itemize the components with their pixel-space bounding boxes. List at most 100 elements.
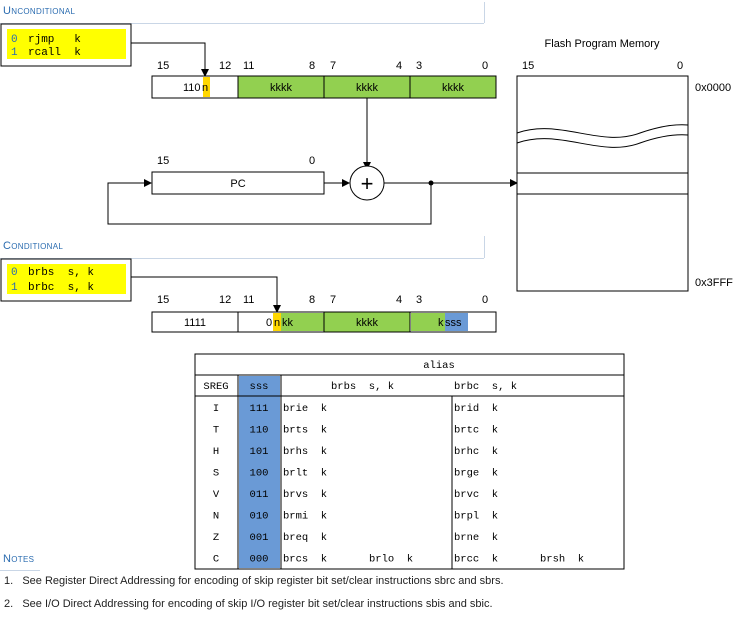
header-sreg: SREG [203, 381, 228, 393]
conditional-heading: Conditional [3, 240, 64, 252]
pc-feedback-loop [107, 179, 432, 225]
flash-title: Flash Program Memory [545, 38, 660, 50]
cell-sss: 000 [250, 554, 269, 566]
cell-sss: 011 [250, 489, 269, 501]
cell-sreg: T [213, 425, 219, 437]
conditional-bit-labels: 15 12 11 8 7 4 3 0 [157, 294, 488, 306]
unconditional-opcode-register: 110 n kkkk kkkk kkkk [151, 75, 497, 99]
bit-label-0: 0 [482, 60, 488, 72]
cell-brbs: brmi k [283, 511, 327, 523]
unconditional-line-1-text: rcall k [28, 47, 81, 59]
cond-field-sss: sss [445, 317, 462, 329]
cell-sss: 110 [250, 425, 269, 437]
pc-bit-high: 15 [157, 155, 169, 167]
unconditional-line-0-text: rjmp k [28, 34, 81, 46]
cell-sss: 101 [250, 446, 269, 458]
cond-bit-label-8: 8 [309, 294, 315, 306]
flash-addr-start: 0x0000 [695, 82, 731, 94]
bit-label-15: 15 [157, 60, 169, 72]
cond-bit-label-15: 15 [157, 294, 169, 306]
cell-sss: 111 [250, 403, 269, 415]
cell-brbs: brcs k [283, 554, 327, 566]
opcode-field-kkkk-1: kkkk [270, 82, 293, 94]
cell-brbs: brvs k [283, 489, 327, 501]
flash-addr-end: 0x3FFF [695, 277, 733, 289]
unconditional-line-1-bit: 1 [11, 47, 18, 59]
table-row: I 111 brie k brid k [213, 403, 498, 415]
cond-bit-label-3: 3 [416, 294, 422, 306]
notes-heading: Notes [3, 553, 35, 565]
bit-label-12: 12 [219, 60, 231, 72]
cell-sreg: I [213, 403, 219, 415]
alias-title: alias [423, 360, 455, 372]
conditional-line-1-text: brbc s, k [28, 282, 94, 294]
cell-sreg: C [213, 554, 219, 566]
cell-brbc: brcc k [454, 554, 498, 566]
header-brbc: brbc s, k [454, 381, 517, 393]
conditional-instruction-box: 0 brbs s, k 1 brbc s, k [0, 258, 132, 302]
pc-label: PC [230, 178, 245, 190]
conditional-opcode-register: 1111 0 n kk kkkk k sss [151, 311, 497, 333]
flash-bit-high: 15 [522, 60, 534, 72]
cell-brbs: brts k [283, 425, 327, 437]
cell-brbc: brge k [454, 468, 498, 480]
cell-brbs: brhs k [283, 446, 327, 458]
cell-brbc2: brsh k [540, 554, 584, 566]
cond-bit-label-11: 11 [243, 294, 254, 306]
unconditional-heading-rule-end [484, 2, 485, 23]
table-row: V 011 brvs k brvc k [213, 489, 498, 501]
note-1: 1. See Register Direct Addressing for en… [4, 575, 504, 587]
cell-brbc: brid k [454, 403, 498, 415]
cell-sreg: H [213, 446, 219, 458]
cell-brbc: brvc k [454, 489, 498, 501]
unconditional-heading-rule [0, 23, 484, 24]
bit-label-8: 8 [309, 60, 315, 72]
cell-sss: 001 [250, 532, 269, 544]
conditional-heading-rule-end [484, 236, 485, 258]
cell-brbc: brpl k [454, 511, 498, 523]
pc-bit-low: 0 [309, 155, 315, 167]
conditional-heading-rule [0, 258, 484, 259]
conditional-line-0-text: brbs s, k [28, 267, 94, 279]
alias-table: alias SREG sss brbs s, k brbc s, k I 111 b… [194, 353, 625, 570]
header-brbs: brbs s, k [331, 381, 394, 393]
cell-brbs: brie k [283, 403, 327, 415]
flash-memory-block [516, 75, 689, 292]
bit-label-7: 7 [330, 60, 336, 72]
unconditional-instruction-box: 0 rjmp k 1 rcall k [0, 23, 132, 67]
cond-bit-label-12: 12 [219, 294, 231, 306]
notes-heading-rule [0, 570, 40, 571]
cell-brbs: breq k [283, 532, 327, 544]
opcode-field-n: n [202, 82, 208, 94]
cell-brbc: brhc k [454, 446, 498, 458]
conditional-line-1-bit: 1 [11, 282, 18, 294]
opcode-field-110: 110 [183, 82, 201, 94]
opcode-field-kkkk-3: kkkk [442, 82, 465, 94]
unconditional-heading: Unconditional [3, 5, 76, 17]
cond-field-kkkk: kkkk [356, 317, 379, 329]
cell-brbs2: brlo k [369, 554, 413, 566]
header-sss: sss [250, 381, 269, 393]
cond-bit-label-0: 0 [482, 294, 488, 306]
adder-plus-sign: + [361, 171, 374, 196]
opcode-field-kkkk-2: kkkk [356, 82, 379, 94]
cond-field-n: n [274, 317, 280, 329]
cell-sreg: N [213, 511, 219, 523]
bit-label-3: 3 [416, 60, 422, 72]
cond-bit-label-4: 4 [396, 294, 402, 306]
unconditional-connector-arrow [131, 42, 209, 77]
conditional-line-0-bit: 0 [11, 267, 18, 279]
cond-field-kk: kk [282, 317, 294, 329]
cond-field-0: 0 [266, 317, 272, 329]
cell-brbc: brne k [454, 532, 498, 544]
note-2: 2. See I/O Direct Addressing for encodin… [4, 598, 493, 610]
conditional-connector-arrow [131, 276, 281, 313]
cell-sreg: V [213, 489, 220, 501]
cell-brbs: brlt k [283, 468, 327, 480]
unconditional-line-0-bit: 0 [11, 34, 18, 46]
